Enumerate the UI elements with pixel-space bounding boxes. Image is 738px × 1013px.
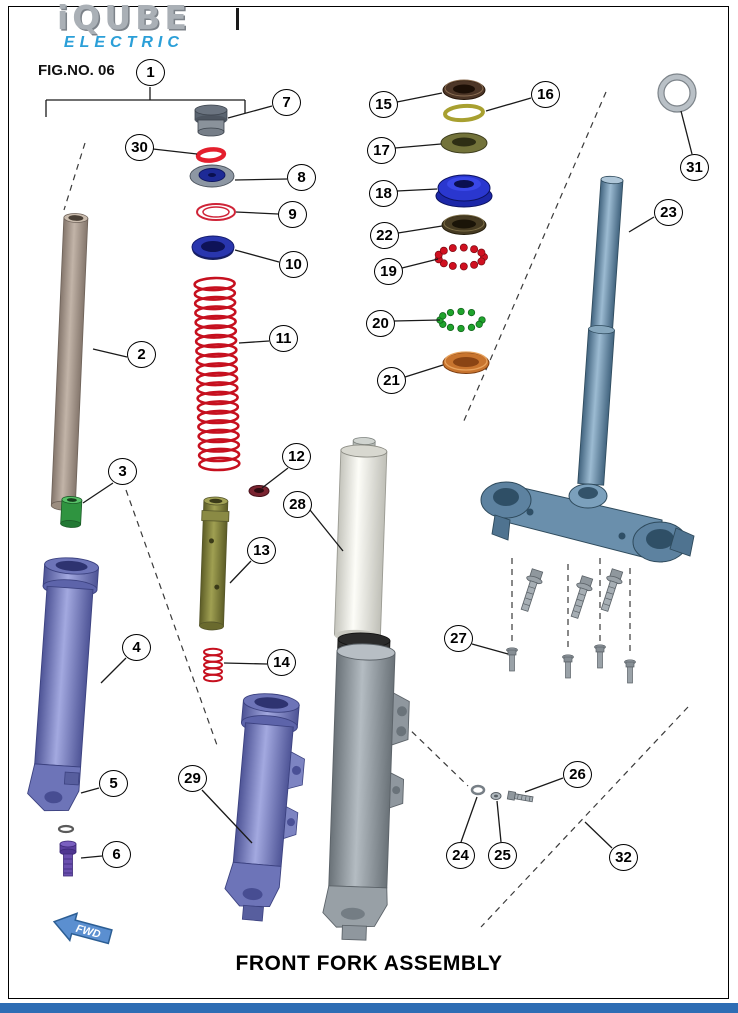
callout-28: 28 bbox=[283, 491, 312, 518]
fwd-arrow: FWD bbox=[52, 912, 113, 945]
part-21-seal bbox=[442, 351, 490, 374]
part-31-ring bbox=[657, 73, 697, 113]
part-29-fork-leg-right bbox=[224, 693, 305, 922]
construction-lines bbox=[63, 91, 689, 928]
callout-24: 24 bbox=[446, 842, 475, 869]
callout-21: 21 bbox=[377, 367, 406, 394]
part-4-fork-leg-left bbox=[27, 557, 99, 812]
part-19-ball-bearing-set bbox=[434, 243, 488, 271]
part-23-steering-stem bbox=[480, 175, 695, 563]
callout-26: 26 bbox=[563, 761, 592, 788]
callout-23: 23 bbox=[654, 199, 683, 226]
part-27-bolt-set bbox=[506, 568, 636, 684]
callout-30: 30 bbox=[125, 134, 154, 161]
callout-12: 12 bbox=[282, 443, 311, 470]
part-15-bearing-race bbox=[442, 79, 486, 100]
callout-16: 16 bbox=[531, 81, 560, 108]
brand-logo-subtext: ELECTRIC bbox=[63, 34, 184, 51]
part-10-guide-ring bbox=[191, 235, 235, 260]
callout-27: 27 bbox=[444, 625, 473, 652]
callout-32: 32 bbox=[609, 844, 638, 871]
callout-22: 22 bbox=[370, 222, 399, 249]
part-7-cap bbox=[194, 104, 228, 137]
part-28-stanchion bbox=[322, 437, 410, 941]
callout-9: 9 bbox=[278, 201, 307, 228]
callout-4: 4 bbox=[122, 634, 151, 661]
figure-number: FIG.NO. 06 bbox=[38, 62, 115, 79]
part-14-rebound-spring bbox=[203, 647, 223, 683]
part-16-o-ring bbox=[443, 103, 485, 123]
callout-31: 31 bbox=[680, 154, 709, 181]
brand-logo-text: iQUBE bbox=[57, 0, 191, 37]
callout-29: 29 bbox=[178, 765, 207, 792]
callout-3: 3 bbox=[108, 458, 137, 485]
part-3-bush bbox=[60, 496, 83, 528]
part-17-dust-seal bbox=[440, 132, 488, 154]
callout-8: 8 bbox=[287, 164, 316, 191]
callout-1: 1 bbox=[136, 59, 165, 86]
callout-14: 14 bbox=[267, 649, 296, 676]
part-9-retainer-clip bbox=[196, 203, 236, 221]
callout-20: 20 bbox=[366, 310, 395, 337]
part-5-clip bbox=[57, 824, 75, 834]
part-25-pin bbox=[490, 792, 502, 800]
callout-17: 17 bbox=[367, 137, 396, 164]
callout-5: 5 bbox=[99, 770, 128, 797]
callout-6: 6 bbox=[102, 841, 131, 868]
callout-15: 15 bbox=[369, 91, 398, 118]
page-border bbox=[8, 6, 729, 999]
bottom-accent-bar bbox=[0, 1003, 738, 1013]
part-8-seal-cap bbox=[189, 164, 235, 188]
callout-13: 13 bbox=[247, 537, 276, 564]
logo-divider bbox=[236, 8, 239, 30]
callout-18: 18 bbox=[369, 180, 398, 207]
part-13-damper-tube bbox=[199, 496, 230, 631]
part-12-ring bbox=[248, 485, 270, 497]
part-2-fork-tube bbox=[50, 213, 89, 511]
brand-logo: iQUBE ELECTRIC bbox=[57, 1, 191, 51]
part-18-bearing-cone bbox=[435, 174, 493, 208]
callout-19: 19 bbox=[374, 258, 403, 285]
part-24-washer bbox=[470, 784, 486, 796]
part-11-spring bbox=[193, 276, 241, 472]
leader-lines bbox=[45, 87, 693, 859]
part-22-bearing-race bbox=[441, 214, 487, 235]
part-26-bolt bbox=[506, 790, 534, 803]
part-30-o-ring bbox=[195, 147, 227, 163]
fwd-arrow-shape bbox=[52, 912, 113, 945]
callout-7: 7 bbox=[272, 89, 301, 116]
part-6-bolt bbox=[59, 840, 77, 877]
callout-2: 2 bbox=[127, 341, 156, 368]
callout-10: 10 bbox=[279, 251, 308, 278]
part-20-ball-bearing-set bbox=[436, 307, 486, 333]
diagram-title: FRONT FORK ASSEMBLY bbox=[235, 952, 503, 975]
callout-11: 11 bbox=[269, 325, 298, 352]
callout-25: 25 bbox=[488, 842, 517, 869]
